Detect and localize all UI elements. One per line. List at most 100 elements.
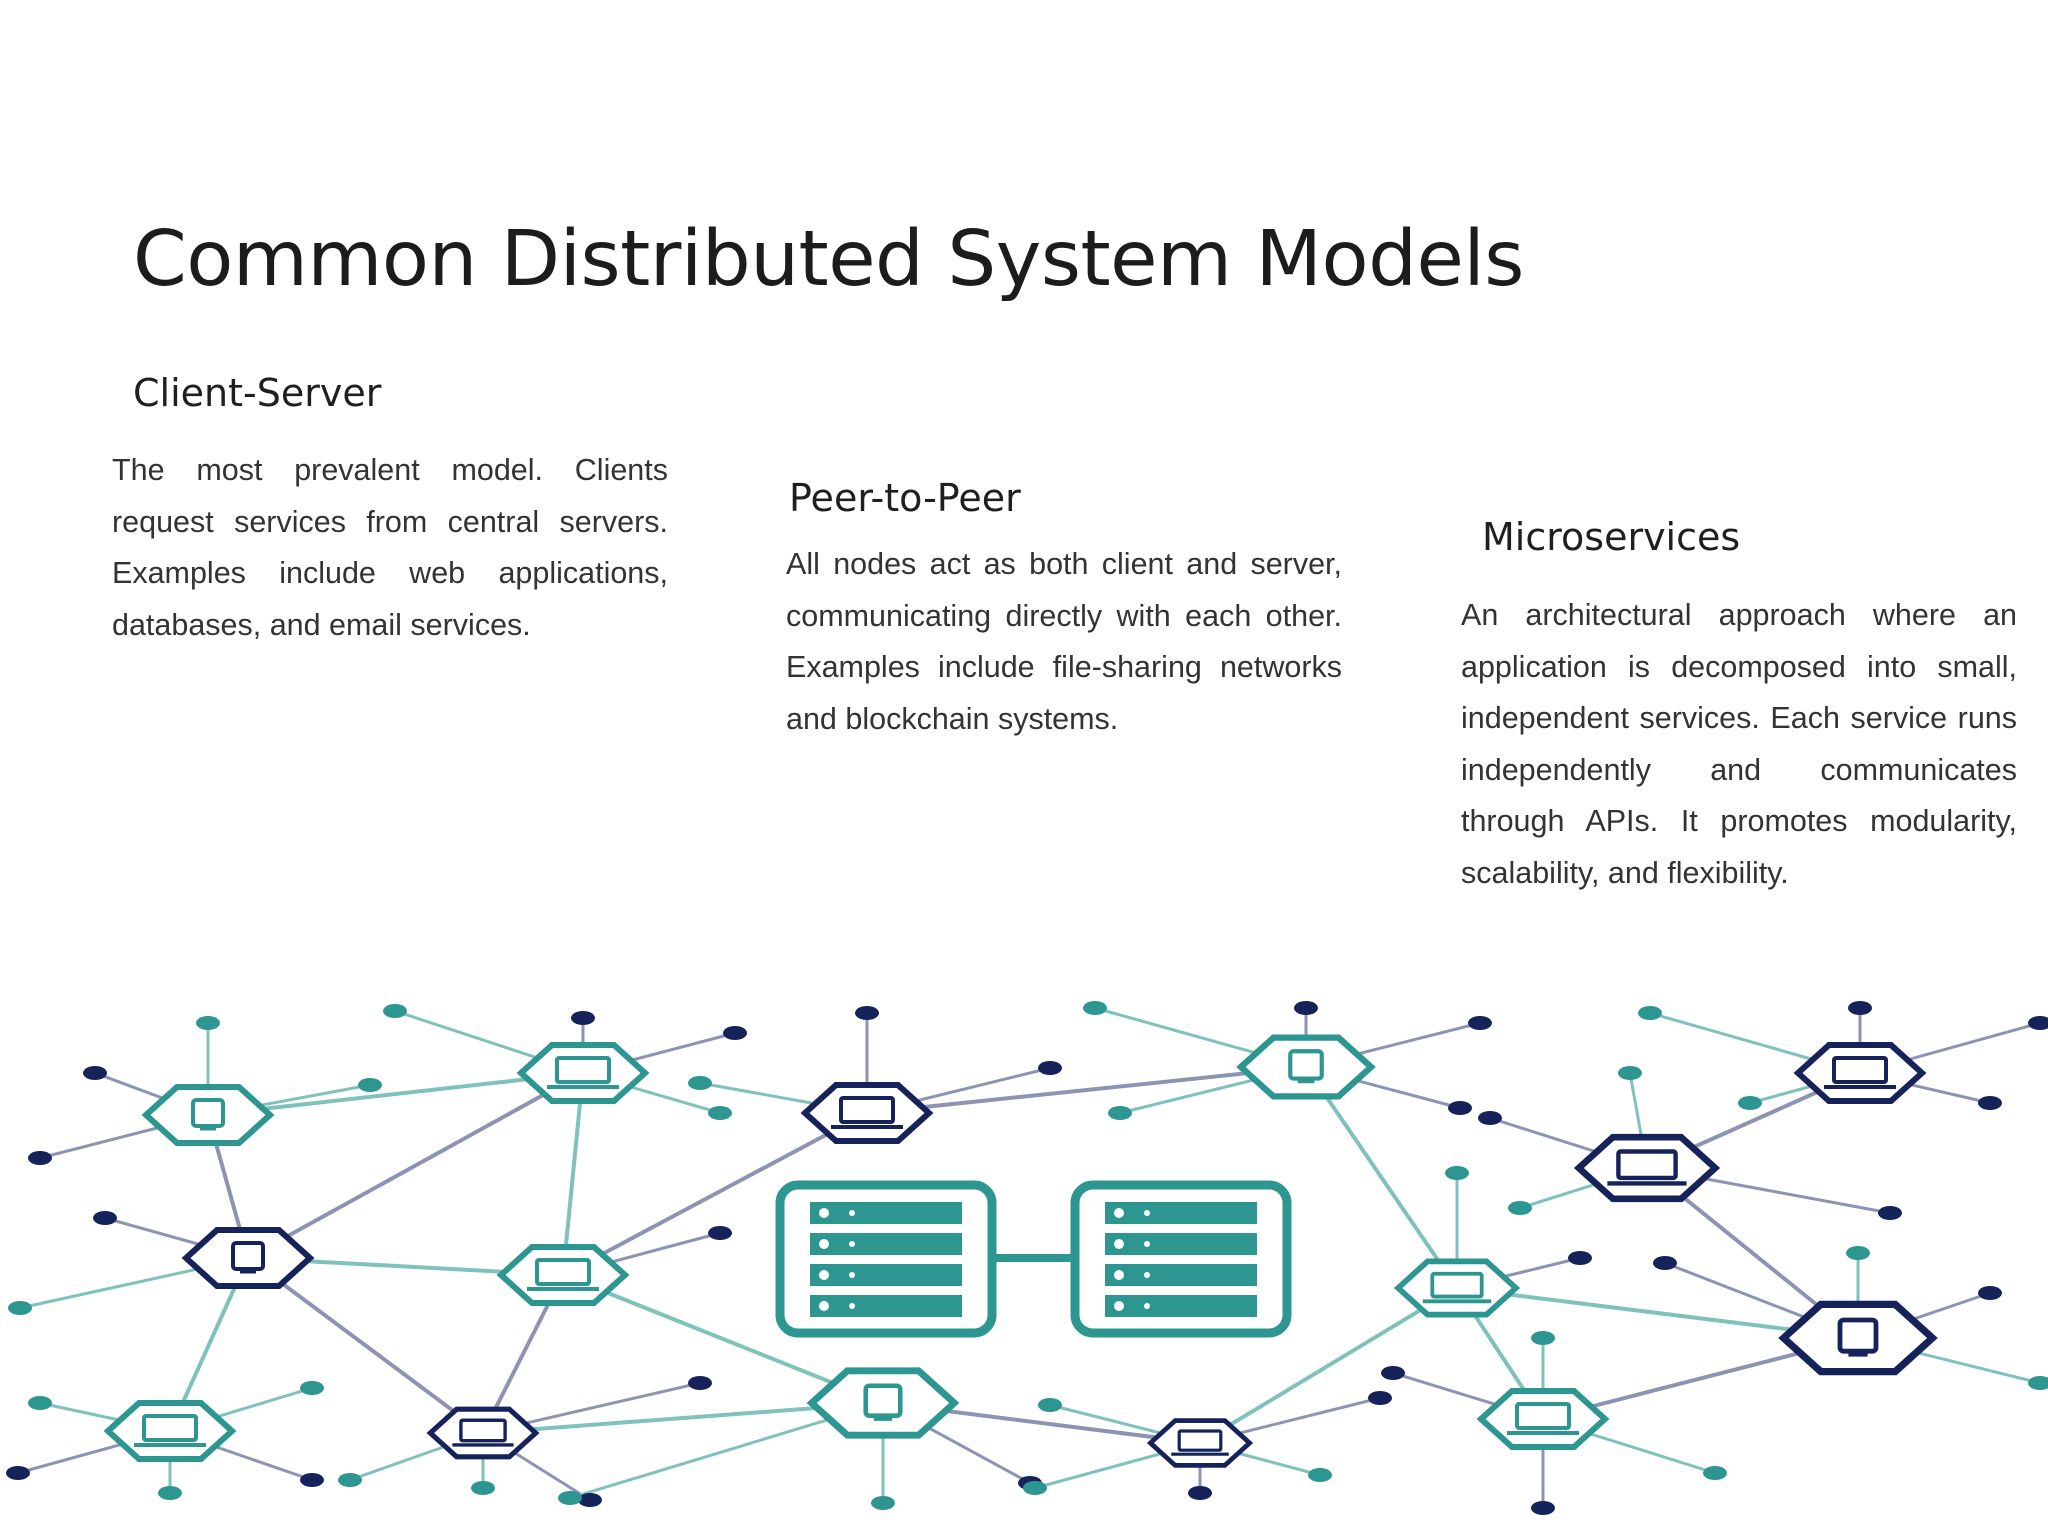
- network-dot: [6, 1466, 30, 1480]
- network-dot: [708, 1106, 732, 1120]
- network-dot: [723, 1026, 747, 1040]
- hexagon-node-icon: [426, 1406, 540, 1460]
- network-dot: [1445, 1166, 1469, 1180]
- network-dot: [158, 1486, 182, 1500]
- network-dot: [1846, 1246, 1870, 1260]
- network-dot: [1531, 1331, 1555, 1345]
- network-dot: [855, 1006, 879, 1020]
- hexagon-node-icon: [806, 1367, 960, 1439]
- hexagon-node-icon: [1573, 1133, 1721, 1203]
- network-dot: [1468, 1016, 1492, 1030]
- central-servers: [775, 1180, 1292, 1338]
- network-link: [1198, 1286, 1459, 1445]
- laptop-icon: [1171, 1429, 1229, 1456]
- network-link: [866, 1065, 1307, 1115]
- hexagon-node-icon: [1393, 1258, 1521, 1318]
- network-dot: [300, 1381, 324, 1395]
- network-dot: [1531, 1501, 1555, 1515]
- laptop-icon: [191, 1098, 225, 1131]
- client-server-description: The most prevalent model. Clients reques…: [112, 453, 668, 642]
- network-dot: [2028, 1016, 2048, 1030]
- laptop-icon: [1837, 1317, 1879, 1357]
- hexagon-node-icon: [1793, 1042, 1927, 1104]
- laptop-icon: [1607, 1149, 1687, 1186]
- network-dot: [708, 1226, 732, 1240]
- network-dot: [358, 1078, 382, 1092]
- hexagon-node-icon: [516, 1042, 650, 1104]
- server-slot: [810, 1233, 962, 1255]
- network-dot: [1653, 1256, 1677, 1270]
- network-dot: [383, 1004, 407, 1018]
- network-dot: [471, 1481, 495, 1495]
- network-dot: [28, 1396, 52, 1410]
- client-server-heading: Client-Server: [133, 371, 382, 415]
- hexagon-node-icon: [141, 1084, 275, 1146]
- network-dot: [558, 1491, 582, 1505]
- network-dot: [1568, 1251, 1592, 1265]
- server-slot: [1105, 1202, 1257, 1224]
- server-slot: [1105, 1264, 1257, 1286]
- network-link: [246, 1256, 485, 1435]
- laptop-icon: [863, 1383, 903, 1421]
- network-dot: [1108, 1106, 1132, 1120]
- server-slot: [810, 1202, 962, 1224]
- network-link: [207, 1071, 584, 1117]
- network-dot: [1368, 1391, 1392, 1405]
- microservices-heading: Microservices: [1482, 515, 1741, 559]
- network-dot: [2028, 1376, 2048, 1390]
- laptop-icon: [452, 1418, 514, 1447]
- hexagon-node-icon: [800, 1082, 934, 1144]
- peer-to-peer-heading: Peer-to-Peer: [789, 476, 1021, 520]
- laptop-icon: [1422, 1271, 1492, 1304]
- network-dot: [1294, 1001, 1318, 1015]
- network-dot: [1703, 1466, 1727, 1480]
- network-dot: [578, 1493, 602, 1507]
- network-dot: [93, 1211, 117, 1225]
- laptop-icon: [134, 1414, 206, 1447]
- network-dot: [83, 1066, 107, 1080]
- server-rack-icon: [775, 1180, 997, 1338]
- peer-to-peer-description: All nodes act as both client and server,…: [786, 547, 1342, 736]
- hexagon-node-icon: [1476, 1388, 1610, 1450]
- laptop-icon: [231, 1241, 265, 1274]
- network-satellite-nodes: [6, 1001, 2048, 1515]
- network-dot: [1083, 1001, 1107, 1015]
- laptop-icon: [527, 1258, 599, 1291]
- network-illustration: [6, 1001, 2048, 1515]
- page-title: Common Distributed System Models: [133, 215, 1524, 304]
- network-dot: [1448, 1101, 1472, 1115]
- network-dot: [8, 1301, 32, 1315]
- network-dot: [1023, 1481, 1047, 1495]
- network-link: [562, 1111, 868, 1277]
- network-dot: [688, 1376, 712, 1390]
- network-dot: [1381, 1366, 1405, 1380]
- microservices-description: An architectural approach where an appli…: [1461, 598, 2017, 890]
- network-dot: [1308, 1468, 1332, 1482]
- hexagon-node-icon: [103, 1400, 237, 1462]
- laptop-icon: [1507, 1402, 1579, 1435]
- server-slot: [810, 1264, 962, 1286]
- network-link: [247, 1071, 584, 1260]
- network-dot: [1978, 1096, 2002, 1110]
- network-dot: [1038, 1061, 1062, 1075]
- laptop-icon: [1288, 1049, 1324, 1084]
- server-slot: [1105, 1233, 1257, 1255]
- network-dot: [1188, 1486, 1212, 1500]
- network-dot: [1478, 1111, 1502, 1125]
- hexagon-node-icon: [1146, 1418, 1254, 1468]
- server-slot: [1105, 1295, 1257, 1317]
- network-dot: [1638, 1006, 1662, 1020]
- network-dot: [1848, 1001, 1872, 1015]
- laptop-icon: [547, 1056, 619, 1089]
- server-slot: [810, 1295, 962, 1317]
- network-link: [1304, 1065, 1459, 1290]
- network-dot: [1508, 1201, 1532, 1215]
- network-dot: [28, 1151, 52, 1165]
- network-link: [562, 1273, 884, 1405]
- network-dot: [196, 1016, 220, 1030]
- laptop-icon: [831, 1096, 903, 1129]
- network-dot: [871, 1496, 895, 1510]
- network-dot: [1978, 1286, 2002, 1300]
- network-dot: [571, 1011, 595, 1025]
- network-dot: [1038, 1398, 1062, 1412]
